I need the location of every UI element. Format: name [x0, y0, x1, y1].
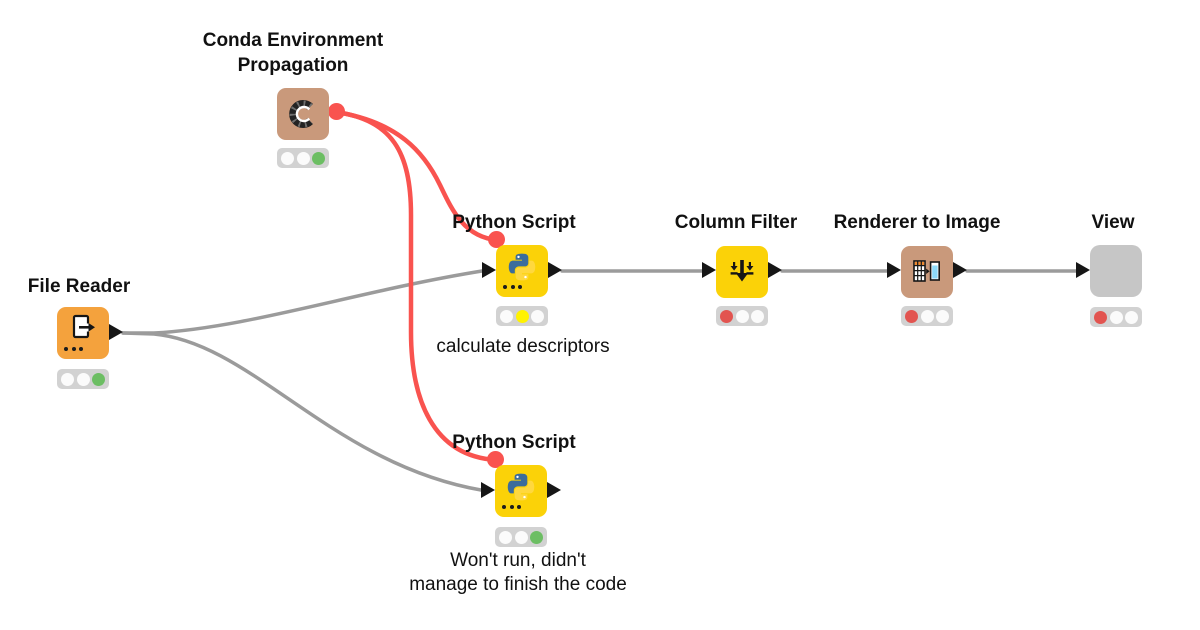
- traffic-light-off: [514, 530, 528, 544]
- traffic-light: [716, 306, 768, 326]
- traffic-light-off: [1125, 310, 1138, 324]
- node-body[interactable]: [495, 465, 547, 517]
- conda-icon: [289, 100, 314, 128]
- node-body[interactable]: [716, 246, 768, 298]
- flow-variable-output-port[interactable]: [328, 103, 345, 120]
- output-port[interactable]: [768, 262, 782, 278]
- input-port[interactable]: [1076, 262, 1090, 278]
- node-body[interactable]: [496, 245, 548, 297]
- traffic-light-off: [531, 309, 544, 323]
- node-title: Conda Environment Propagation: [202, 30, 384, 76]
- traffic-light-off: [735, 309, 749, 323]
- ellipsis-dots: [64, 347, 83, 351]
- node-body[interactable]: [901, 246, 953, 298]
- traffic-light-off: [751, 309, 764, 323]
- output-port[interactable]: [109, 324, 123, 340]
- traffic-light-yellow: [515, 309, 529, 323]
- node-title: Column Filter: [674, 212, 798, 233]
- traffic-light-red: [720, 309, 733, 323]
- traffic-light-green: [92, 372, 105, 386]
- node-title: Python Script: [452, 432, 576, 453]
- connection-conda-to-pythonbottom[interactable]: [333, 109, 499, 463]
- traffic-light-off: [499, 530, 512, 544]
- node-title: File Reader: [27, 276, 131, 297]
- ellipsis-dots: [502, 505, 521, 509]
- node-body[interactable]: [57, 307, 109, 359]
- traffic-light-green: [312, 151, 325, 165]
- connection-conda-to-pythontop[interactable]: [333, 109, 500, 243]
- traffic-light: [901, 306, 953, 326]
- traffic-light: [1090, 307, 1142, 327]
- input-port[interactable]: [887, 262, 901, 278]
- node-body[interactable]: [1090, 245, 1142, 297]
- input-port[interactable]: [702, 262, 716, 278]
- traffic-light-off: [61, 372, 74, 386]
- python-icon: [507, 473, 535, 501]
- traffic-light: [57, 369, 109, 389]
- flow-variable-input-port[interactable]: [487, 451, 504, 468]
- table-to-image-icon: [913, 260, 941, 282]
- column-filter-icon: [730, 260, 754, 282]
- node-annotation: calculate descriptors: [436, 336, 610, 357]
- traffic-light: [496, 306, 548, 326]
- node-title: Python Script: [452, 212, 576, 233]
- flow-variable-input-port[interactable]: [488, 231, 505, 248]
- output-port[interactable]: [547, 482, 561, 498]
- traffic-light-red: [905, 309, 918, 323]
- traffic-light-off: [1109, 310, 1123, 324]
- node-title: View: [1091, 212, 1135, 233]
- node-annotation: Won't run, didn't manage to finish the c…: [409, 550, 627, 595]
- traffic-light-off: [936, 309, 949, 323]
- traffic-light-green: [530, 530, 543, 544]
- ellipsis-dots: [503, 285, 522, 289]
- node-title: Renderer to Image: [833, 212, 1001, 233]
- traffic-light-off: [500, 309, 513, 323]
- input-port[interactable]: [481, 482, 495, 498]
- traffic-light-off: [76, 372, 90, 386]
- traffic-light-off: [296, 151, 310, 165]
- output-port[interactable]: [953, 262, 967, 278]
- connection-filereader-to-pythonbottom[interactable]: [121, 331, 483, 492]
- traffic-light: [495, 527, 547, 547]
- traffic-light-off: [281, 151, 294, 165]
- file-export-icon: [72, 314, 95, 339]
- traffic-light-red: [1094, 310, 1107, 324]
- input-port[interactable]: [482, 262, 496, 278]
- node-body[interactable]: [277, 88, 329, 140]
- traffic-light-off: [920, 309, 934, 323]
- python-icon: [508, 253, 536, 281]
- output-port[interactable]: [548, 262, 562, 278]
- traffic-light: [277, 148, 329, 168]
- connection-filereader-to-pythontop[interactable]: [121, 269, 484, 335]
